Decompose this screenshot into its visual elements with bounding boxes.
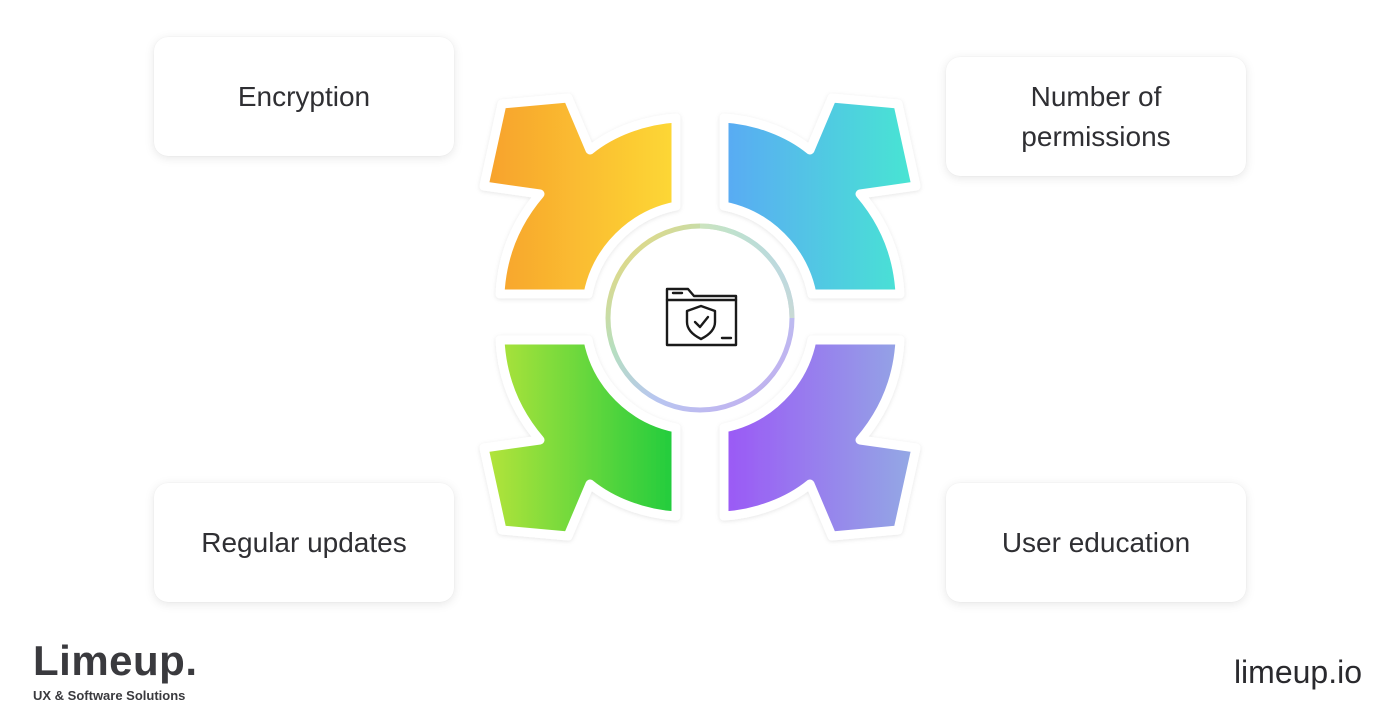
arrow-bottom-left <box>479 335 681 541</box>
card-user-education: User education <box>946 483 1246 602</box>
arrow-bottom-right <box>719 335 921 541</box>
card-encryption: Encryption <box>154 37 454 156</box>
encryption-label: Encryption <box>237 80 371 112</box>
arrow-top-right <box>719 93 921 299</box>
card-regular-updates: Regular updates <box>154 483 454 602</box>
brand-name: Limeup. <box>33 637 198 684</box>
education-label: User education <box>1001 526 1191 558</box>
secure-folder-shield-icon <box>665 287 738 347</box>
center-ring <box>605 223 795 413</box>
card-number-of-permissions: Number of permissions <box>946 57 1246 176</box>
brand-tagline: UX & Software Solutions <box>33 688 186 703</box>
brand-logo: Limeup. UX & Software Solutions <box>33 636 198 704</box>
updates-label: Regular updates <box>201 526 407 558</box>
permissions-label: Number of permissions <box>1021 80 1171 152</box>
site-url: limeup.io <box>1233 654 1362 690</box>
arrow-top-left <box>479 93 681 299</box>
